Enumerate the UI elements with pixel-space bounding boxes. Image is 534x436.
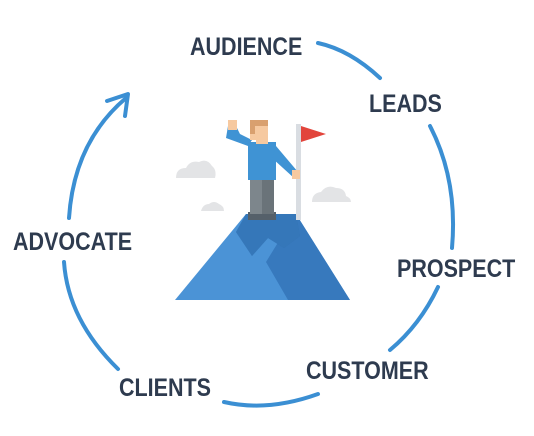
- stage-label-advocate: ADVOCATE: [13, 228, 133, 256]
- climber-icon: [226, 120, 300, 220]
- cloud-icon: [201, 202, 224, 211]
- ring-segment-customer-clients: [222, 392, 320, 408]
- ring-segment-clients-advocate: [62, 260, 120, 371]
- ring-segment-leads-prospect: [428, 124, 456, 250]
- summit-flag-icon: [296, 124, 326, 220]
- ring-segment-advocate-audience: [67, 96, 128, 220]
- mountain-icon: [175, 214, 350, 300]
- cycle-ring: [62, 41, 456, 408]
- stage-label-clients: CLIENTS: [119, 374, 211, 402]
- stage-label-audience: AUDIENCE: [190, 33, 303, 61]
- stage-label-leads: LEADS: [369, 90, 442, 118]
- ring-segment-audience-leads: [316, 41, 382, 80]
- cloud-icon: [312, 186, 351, 202]
- cycle-arrow-icon: [105, 92, 130, 118]
- stage-label-customer: CUSTOMER: [306, 357, 429, 385]
- cloud-icon: [176, 160, 216, 178]
- stage-label-prospect: PROSPECT: [397, 255, 516, 283]
- ring-segment-prospect-customer: [388, 285, 440, 352]
